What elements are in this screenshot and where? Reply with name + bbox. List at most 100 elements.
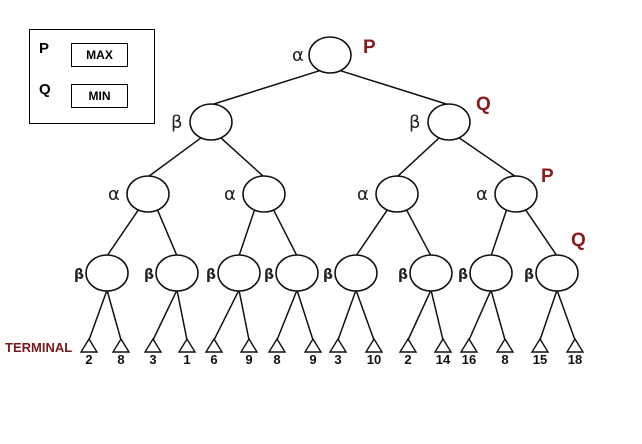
legend-key-q: Q — [39, 81, 51, 98]
node-greek-label: α — [224, 184, 236, 205]
terminal-leaf-triangle — [364, 337, 384, 353]
tree-edge — [156, 209, 178, 257]
node-greek-label: α — [476, 184, 488, 205]
tree-edge — [355, 208, 389, 257]
tree-edge — [337, 289, 357, 341]
tree-edge — [556, 289, 576, 341]
terminal-leaf-value: 1 — [183, 352, 190, 367]
terminal-leaf-value: 8 — [501, 352, 508, 367]
terminal-leaf-triangle — [565, 337, 585, 353]
terminal-leaf-triangle — [204, 337, 224, 353]
tree-edge — [490, 289, 506, 341]
terminal-leaf-value: 9 — [309, 352, 316, 367]
node-greek-label: β — [398, 267, 408, 283]
legend-value-max: MAX — [71, 43, 128, 67]
node-player-label: P — [541, 166, 554, 187]
tree-nodes — [85, 36, 579, 292]
terminal-leaf-value: 10 — [367, 352, 381, 367]
tree-edge — [272, 208, 298, 257]
tree-edge — [106, 289, 122, 341]
tree-edge — [355, 289, 375, 341]
terminal-leaf-triangle — [433, 337, 453, 353]
terminal-leaf-triangle — [398, 337, 418, 353]
legend-box: P MAX Q MIN — [29, 29, 155, 124]
terminal-leaf-triangle — [530, 337, 550, 353]
tree-node — [126, 175, 170, 213]
tree-edge — [539, 289, 558, 341]
terminal-leaf-value: 15 — [533, 352, 547, 367]
tree-node — [275, 254, 319, 292]
tree-edge — [210, 69, 321, 106]
terminal-leaf-value: 2 — [404, 352, 411, 367]
legend-key-p: P — [39, 40, 50, 57]
node-greek-label: α — [292, 45, 304, 66]
tree-node — [375, 175, 419, 213]
terminal-label: TERMINAL — [5, 340, 72, 355]
tree-node — [217, 254, 261, 292]
tree-edge — [396, 136, 441, 178]
node-greek-label: β — [458, 267, 468, 283]
node-greek-label: β — [524, 267, 534, 283]
node-greek-label: α — [108, 184, 120, 205]
tree-node — [535, 254, 579, 292]
terminal-leaf-value: 9 — [245, 352, 252, 367]
tree-node — [85, 254, 129, 292]
node-greek-label: β — [409, 112, 421, 133]
tree-edge — [407, 289, 432, 341]
node-greek-label: α — [357, 184, 369, 205]
tree-edge — [296, 289, 314, 341]
node-greek-label: β — [144, 267, 154, 283]
tree-node — [242, 175, 286, 213]
tree-edge — [213, 289, 240, 341]
tree-edge — [88, 289, 108, 341]
tree-node — [427, 103, 471, 141]
tree-edge — [490, 209, 508, 257]
tree-node — [409, 254, 453, 292]
tree-node — [155, 254, 199, 292]
terminal-leaf-triangle — [79, 337, 99, 353]
tree-node — [494, 175, 538, 213]
node-greek-label: β — [264, 267, 274, 283]
tree-node — [469, 254, 513, 292]
terminal-leaf-value: 18 — [568, 352, 582, 367]
terminal-leaf-triangle — [267, 337, 287, 353]
terminal-leaf-triangle — [177, 337, 197, 353]
terminal-leaf-value: 3 — [149, 352, 156, 367]
tree-node — [334, 254, 378, 292]
node-player-label: Q — [571, 230, 586, 251]
terminal-leaf-triangle — [328, 337, 348, 353]
tree-edge — [238, 289, 250, 341]
terminal-leaf-triangle — [143, 337, 163, 353]
tree-edge — [276, 289, 298, 341]
legend-value-min: MIN — [71, 84, 128, 108]
terminal-leaf-value: 16 — [462, 352, 476, 367]
tree-node — [189, 103, 233, 141]
terminal-leaf-value: 8 — [273, 352, 280, 367]
terminal-leaf-triangle — [111, 337, 131, 353]
tree-edge — [219, 136, 265, 178]
tree-edge — [405, 208, 432, 257]
terminal-leaf-value: 14 — [436, 352, 451, 367]
tree-edge — [468, 289, 492, 341]
node-greek-label: β — [171, 112, 183, 133]
tree-edge — [524, 208, 558, 257]
node-player-label: Q — [476, 94, 491, 115]
tree-edge — [430, 289, 444, 341]
node-greek-label: β — [74, 267, 84, 283]
tree-edges — [88, 69, 576, 341]
terminal-leaf-triangle — [303, 337, 323, 353]
terminal-leaf-value: 6 — [210, 352, 217, 367]
terminal-leaf-triangle — [459, 337, 479, 353]
tree-edge — [147, 136, 203, 178]
tree-edge — [106, 208, 140, 257]
tree-edge — [457, 136, 517, 178]
tree-edge — [152, 289, 178, 341]
terminal-leaf-value: 2 — [85, 352, 92, 367]
node-player-label: P — [363, 37, 376, 58]
terminal-leaf-value: 8 — [117, 352, 124, 367]
node-greek-label: β — [323, 267, 333, 283]
tree-edge — [176, 289, 188, 341]
